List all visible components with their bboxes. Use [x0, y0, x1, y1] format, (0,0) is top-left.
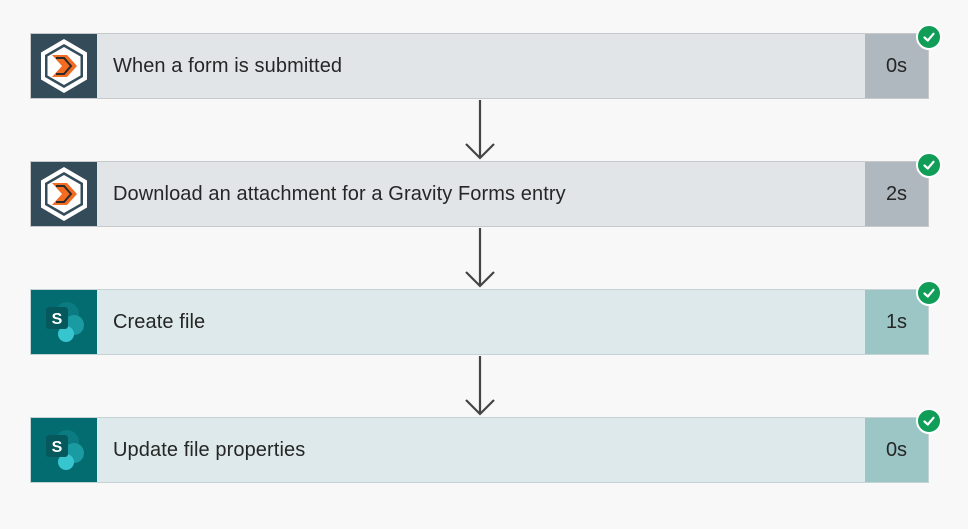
- step-title: When a form is submitted: [113, 54, 343, 77]
- flow-step-download-attachment[interactable]: Download an attachment for a Gravity For…: [30, 152, 942, 227]
- gravity-forms-icon-tile: [31, 162, 97, 226]
- flow-step-update-file-properties[interactable]: S Update file properties 0s: [30, 408, 942, 483]
- arrow-down-icon: [465, 356, 495, 416]
- checkmark-circle-icon: [916, 152, 942, 178]
- sharepoint-letter: S: [52, 439, 63, 456]
- sharepoint-icon-tile: S: [31, 290, 97, 354]
- sharepoint-letter: S: [52, 311, 63, 328]
- arrow-down-icon: [465, 100, 495, 160]
- gravity-forms-icon-tile: [31, 34, 97, 98]
- checkmark-circle-icon: [916, 280, 942, 306]
- step-title: Update file properties: [113, 438, 306, 461]
- flow-step-create-file[interactable]: S Create file 1s: [30, 280, 942, 355]
- gravity-forms-logo-icon: [41, 167, 87, 221]
- sharepoint-icon-tile: S: [31, 418, 97, 482]
- arrow-down-icon: [465, 228, 495, 288]
- flow-step-trigger-form-submitted[interactable]: When a form is submitted 0s: [30, 24, 942, 99]
- checkmark-circle-icon: [916, 24, 942, 50]
- gravity-forms-logo-icon: [41, 39, 87, 93]
- checkmark-circle-icon: [916, 408, 942, 434]
- step-title: Download an attachment for a Gravity For…: [113, 182, 566, 205]
- sharepoint-logo-icon: S: [46, 302, 84, 342]
- sharepoint-logo-icon: S: [46, 430, 84, 470]
- step-title: Create file: [113, 310, 206, 333]
